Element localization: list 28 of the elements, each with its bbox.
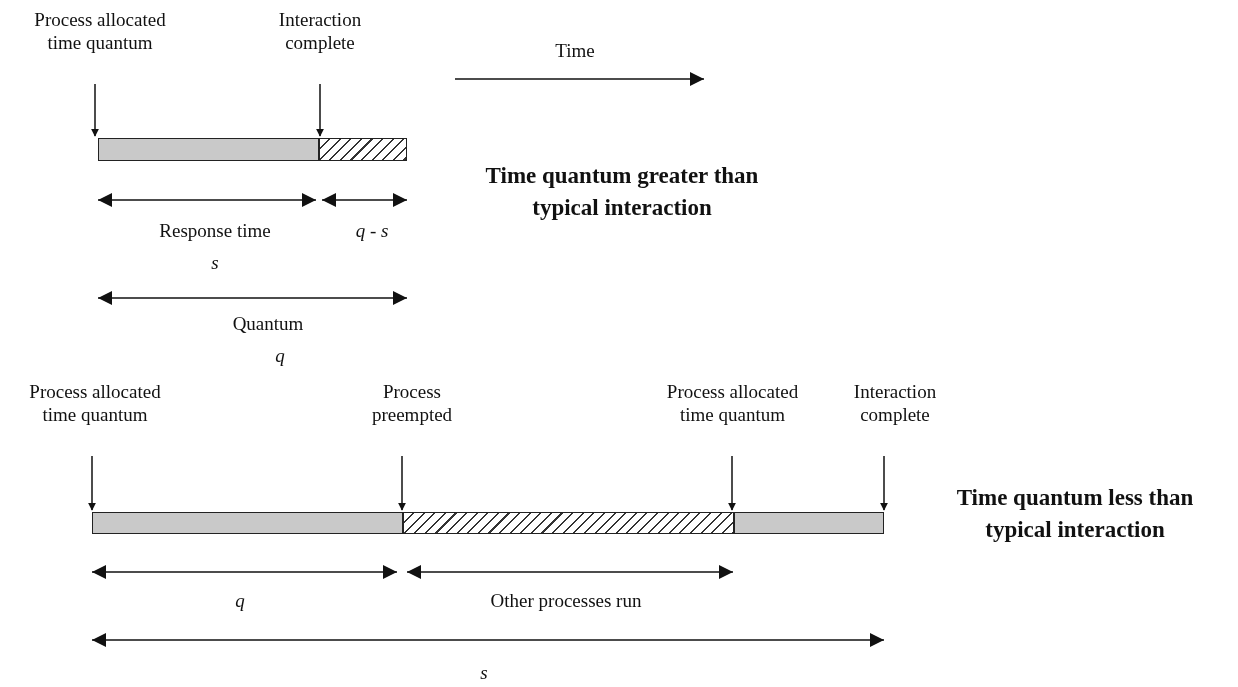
waiting-bar [319,138,407,161]
dimension-label: s [211,252,219,274]
event-label: Process allocated time quantum [25,8,175,54]
axis-label: Time [555,40,595,62]
pointer-arrow [91,83,99,137]
dimension-label: q - s [355,220,389,242]
event-label: Process allocated time quantum [20,380,170,426]
dimension-label: q [235,590,245,612]
event-label: Interaction complete [255,8,385,54]
dimension-label: Response time [159,220,271,242]
running-bar [92,512,403,534]
dimension-label: s [480,662,488,684]
pointer-arrow [880,455,888,511]
dimension-label: Quantum [232,313,304,335]
event-label: Interaction complete [830,380,960,426]
pointer-arrow [88,455,96,511]
pointer-arrow [316,83,324,137]
panel-heading: Time quantum greater than typical interaction [484,162,760,222]
running-bar [734,512,884,534]
running-bar [98,138,319,161]
pointer-arrow [398,455,406,511]
panel-heading: Time quantum less than typical interaction [955,484,1195,544]
event-label: Process preempted [352,380,472,426]
waiting-bar [403,512,734,534]
dimension-label: q [275,345,285,367]
event-label: Process allocated time quantum [655,380,810,426]
dimension-label: Other processes run [490,590,642,612]
pointer-arrow [728,455,736,511]
